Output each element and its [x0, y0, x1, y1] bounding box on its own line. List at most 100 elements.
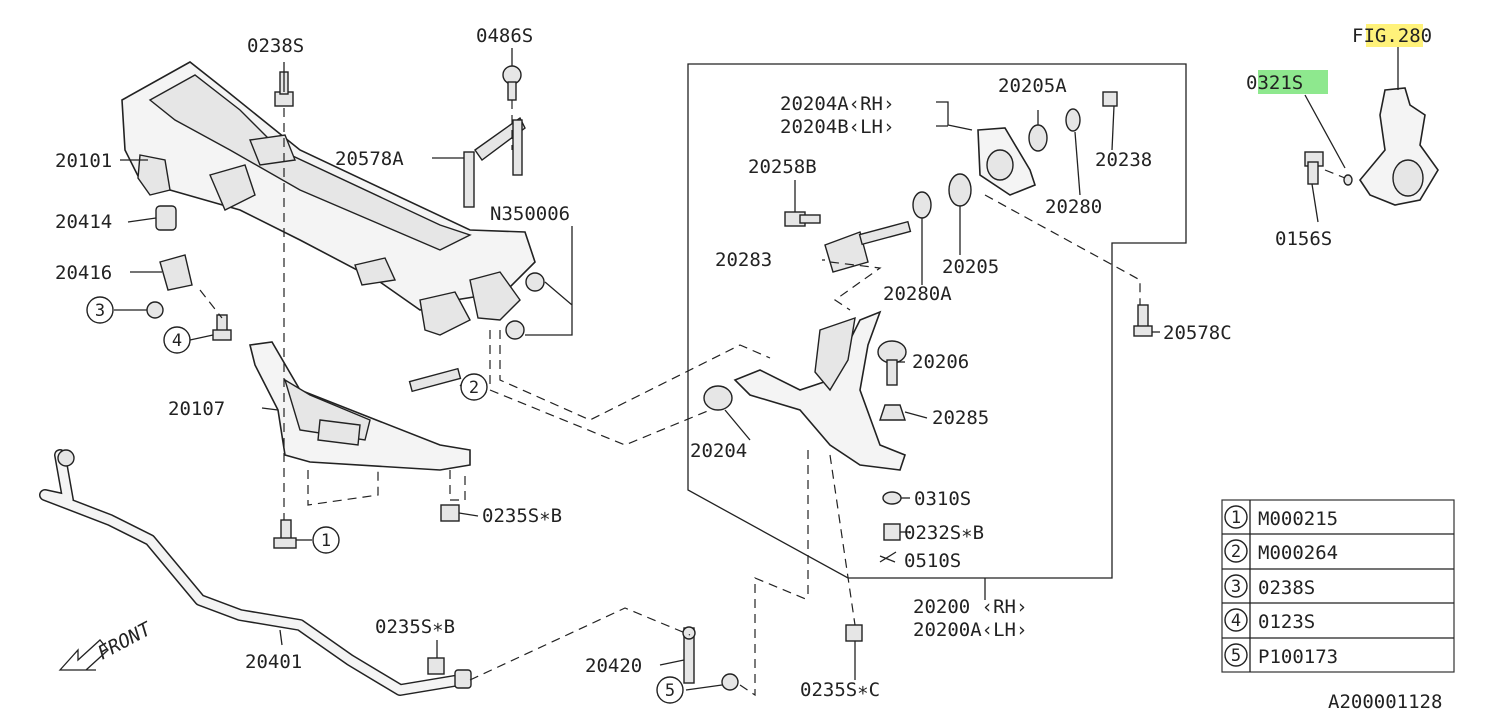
bracket-20578a — [463, 116, 526, 208]
svg-text:0321S: 0321S — [1246, 72, 1303, 94]
label-20578c: 20578C — [1163, 322, 1232, 344]
washer-0310s — [882, 491, 902, 505]
bracket-20416 — [159, 254, 193, 291]
nut-callout-3 — [146, 301, 164, 319]
callout-4-circle — [163, 326, 191, 354]
label-20420: 20420 — [585, 655, 642, 677]
nut-0235sc — [845, 624, 863, 642]
legend-row-5-code: P100173 — [1258, 646, 1338, 668]
label-20285: 20285 — [932, 407, 989, 429]
label-20206: 20206 — [912, 351, 969, 373]
label-20204b: 20204B‹LH› — [780, 116, 894, 138]
crossmember-20101 — [121, 61, 536, 336]
label-20258b: 20258B — [748, 156, 817, 178]
label-0310s: 0310S — [914, 488, 971, 510]
callout-5-number: 5 — [665, 681, 675, 701]
pin-0510s — [879, 551, 897, 563]
dashed-guides — [199, 100, 1346, 697]
label-20280a: 20280A — [883, 283, 952, 305]
callout-5-circle — [656, 676, 684, 704]
callout-1-number: 1 — [321, 531, 331, 551]
front-label: FRONT — [94, 617, 156, 664]
label-20414: 20414 — [55, 211, 112, 233]
assembly-frame — [687, 63, 1187, 579]
label-0232sb: 0232S∗B — [904, 522, 984, 544]
bolt-20258b — [784, 211, 821, 227]
legend-row-1-code: M000215 — [1258, 508, 1338, 530]
label-20238: 20238 — [1095, 149, 1152, 171]
callout-circles: 3 4 2 1 5 — [86, 296, 684, 704]
nut-0235sb-mid — [440, 504, 460, 522]
link-20420 — [682, 626, 739, 691]
label-0486s: 0486S — [476, 25, 533, 47]
fig-280-reference: FIG.280 — [1352, 24, 1432, 47]
front-direction-indicator: FRONT — [58, 617, 156, 671]
front-arrow-icon — [58, 639, 109, 671]
legend-row-3-num: 3 — [1231, 577, 1241, 597]
washer-20280a — [912, 191, 932, 219]
bracket-20204ab — [977, 127, 1036, 196]
label-20200: 20200 ‹RH› — [913, 596, 1027, 618]
highlight-green — [1258, 70, 1328, 94]
label-20205a: 20205A — [998, 75, 1067, 97]
part-labels: 0238S 0486S 20101 20414 20416 20578A N35… — [55, 25, 1332, 701]
label-20204a: 20204A‹RH› — [780, 93, 894, 115]
callout-3-circle — [86, 296, 114, 324]
fig-label-suffix: 0 — [1421, 25, 1432, 47]
bolt-20578c — [1133, 304, 1153, 337]
bolt-callout-2 — [408, 367, 462, 393]
legend-row-4-num: 4 — [1231, 611, 1241, 631]
p0321s-highlighted: 321S — [1257, 72, 1303, 94]
label-0156s: 0156S — [1275, 228, 1332, 250]
label-n350006: N350006 — [490, 203, 570, 225]
fastener-0486s — [502, 65, 522, 101]
label-0235sc: 0235S∗C — [800, 679, 880, 701]
label-20578a: 20578A — [335, 148, 404, 170]
svg-text:FIG.280: FIG.280 — [1352, 25, 1432, 47]
nut-0235sb-bot — [427, 657, 445, 675]
label-20101: 20101 — [55, 150, 112, 172]
label-20283: 20283 — [715, 249, 772, 271]
bolt-callout-1 — [273, 519, 297, 549]
balljoint-20206 — [877, 340, 907, 386]
label-0235sb-bot: 0235S∗B — [375, 616, 455, 638]
legend-row-2-num: 2 — [1231, 542, 1241, 562]
fig-label-highlighted: IG.28 — [1363, 25, 1420, 47]
boot-20285 — [879, 404, 906, 421]
legend-row-3-code: 0238S — [1258, 577, 1315, 599]
washer-20280 — [1065, 108, 1081, 132]
nut-20238 — [1102, 91, 1118, 107]
legend-row-5-num: 5 — [1231, 646, 1241, 666]
label-20401: 20401 — [245, 651, 302, 673]
washer-20205 — [948, 173, 972, 207]
legend-row-1-num: 1 — [1231, 508, 1241, 528]
label-0238s-top: 0238S — [247, 35, 304, 57]
fig-label-prefix: F — [1352, 25, 1363, 47]
bolt-callout-4 — [212, 314, 232, 341]
label-20107: 20107 — [168, 398, 225, 420]
knuckle-fig280 — [1304, 87, 1439, 206]
p0321s-prefix: 0 — [1246, 72, 1257, 94]
label-0235sb-mid: 0235S∗B — [482, 505, 562, 527]
label-20416: 20416 — [55, 262, 112, 284]
nut-0232sb — [883, 523, 901, 541]
callout-1-circle — [312, 526, 340, 554]
shaft-20283 — [824, 220, 912, 273]
leader-lines — [114, 45, 1399, 691]
legend-table: 1 M000215 2 M000264 3 0238S 4 0123S 5 P1… — [1221, 499, 1455, 673]
callout-2-circle — [460, 373, 488, 401]
nuts-n350006 — [505, 272, 545, 340]
lower-arm-20200 — [733, 310, 906, 471]
part-0321s-reference: 0321S — [1246, 70, 1328, 94]
diagram-id: A200001128 — [1328, 691, 1442, 713]
callout-3-number: 3 — [95, 301, 105, 321]
callout-4-number: 4 — [172, 331, 182, 351]
label-20200a: 20200A‹LH› — [913, 619, 1027, 641]
legend-row-2-code: M000264 — [1258, 542, 1338, 564]
label-20204: 20204 — [690, 440, 747, 462]
legend-row-4-code: 0123S — [1258, 611, 1315, 633]
label-20205: 20205 — [942, 256, 999, 278]
subframe-20107 — [249, 341, 471, 471]
